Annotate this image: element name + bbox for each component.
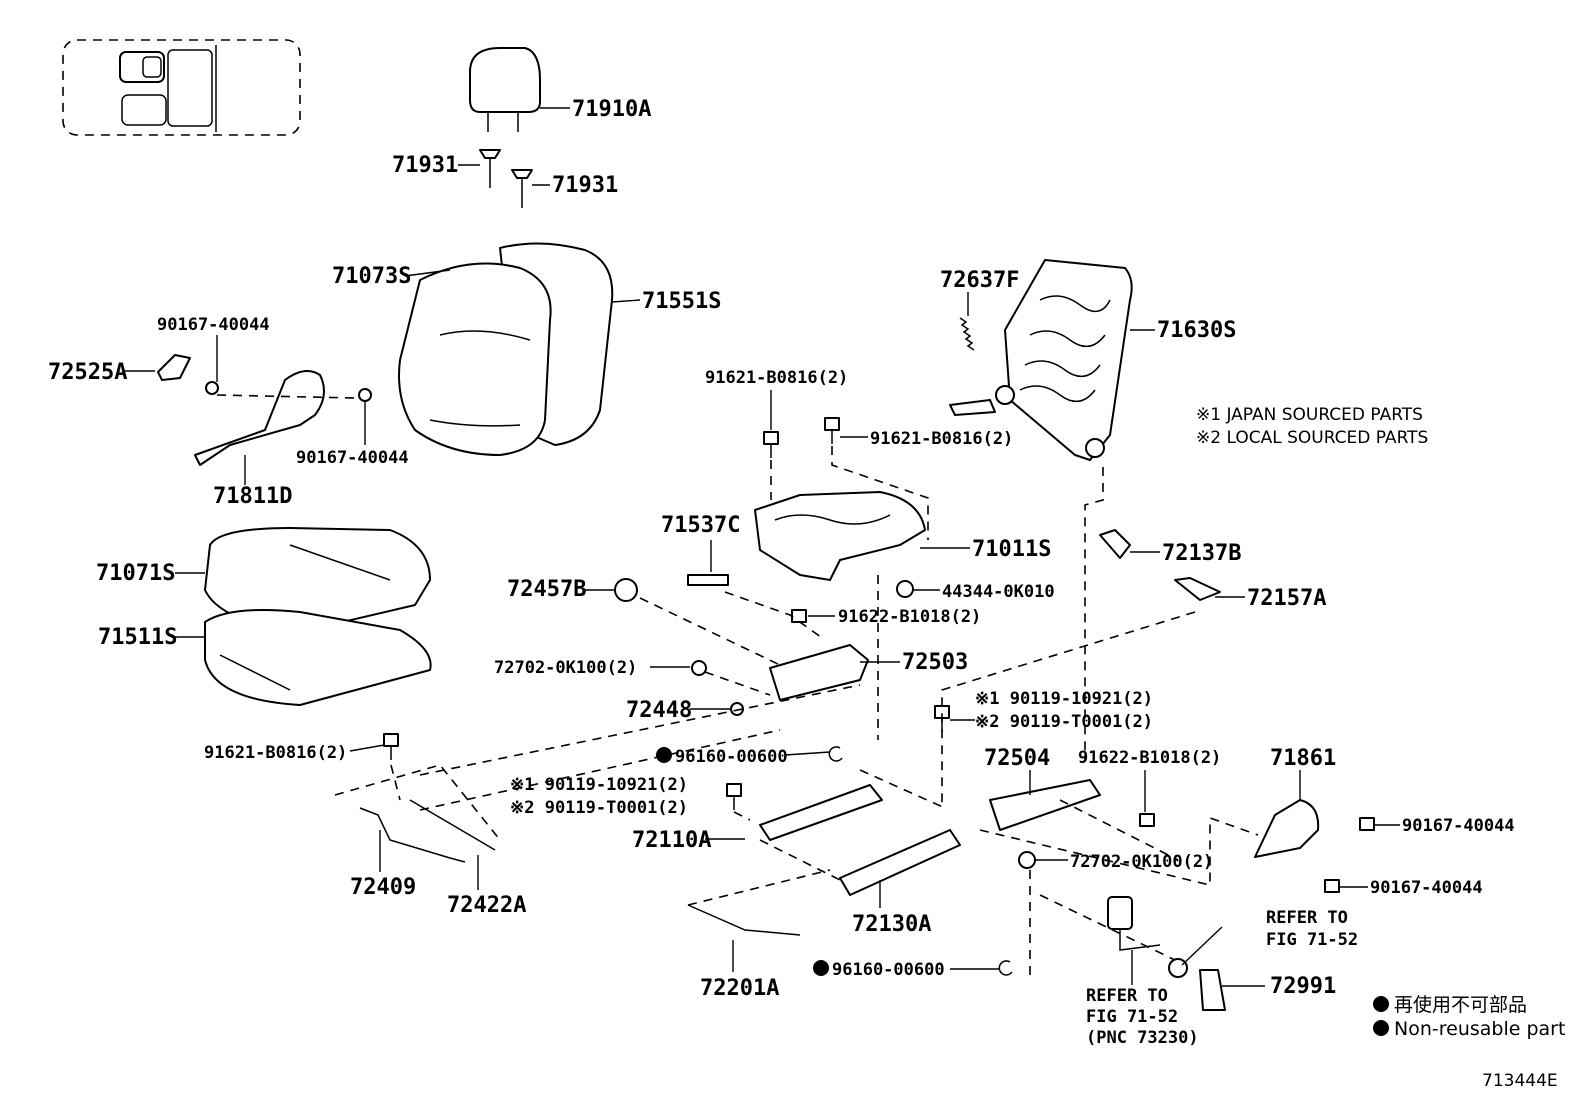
label-90119-T0001: ※2 90119-T0001(2)	[975, 712, 1153, 732]
label-71073S: 71073S	[332, 264, 411, 289]
note-local-sourced: ※2 LOCAL SOURCED PARTS	[1196, 428, 1428, 448]
bolt-icon	[383, 417, 1375, 893]
label-refer-to: REFER TO	[1266, 908, 1348, 928]
clip-icon	[687, 529, 1221, 716]
seatback-cover-icon	[398, 242, 614, 456]
label-90167-40044: 90167-40044	[1402, 816, 1515, 836]
label-refer-pnc: (PNC 73230)	[1086, 1028, 1199, 1048]
pin-icon	[479, 149, 533, 208]
label-72201A: 72201A	[700, 976, 779, 1001]
recliner-cover-icon	[157, 354, 372, 466]
cushion-frame-icon	[754, 491, 926, 581]
seatbelt-buckle-icon	[1107, 896, 1161, 951]
figure-id: 713444E	[1482, 1071, 1558, 1091]
cap-icon	[1199, 969, 1226, 1011]
label-91621-B0816: 91621-B0816(2)	[204, 743, 347, 763]
headrest-icon	[469, 47, 541, 132]
label-90167-40044: 90167-40044	[296, 448, 409, 468]
label-91621-B0816: 91621-B0816(2)	[705, 368, 848, 388]
seat-adjuster-icon	[759, 644, 1101, 896]
rod-icon	[359, 799, 801, 936]
label-96160-00600: 96160-00600	[832, 960, 945, 980]
label-72157A: 72157A	[1247, 586, 1326, 611]
label-71551S: 71551S	[642, 289, 721, 314]
label-71910A: 71910A	[572, 97, 651, 122]
seat-cushion-icon	[204, 527, 432, 706]
label-72503: 72503	[902, 650, 968, 675]
label-71511S: 71511S	[98, 625, 177, 650]
label-90119-10921: ※1 90119-10921(2)	[975, 689, 1153, 709]
label-71537C: 71537C	[661, 513, 740, 538]
label-90167-40044: 90167-40044	[157, 315, 270, 335]
non-reusable-dot-icon	[656, 747, 672, 763]
label-72110A: 72110A	[632, 828, 711, 853]
label-refer-fig: FIG 71-52	[1266, 930, 1358, 950]
non-reusable-dot-icon	[813, 960, 829, 976]
label-71630S: 71630S	[1157, 318, 1236, 343]
label-91622-B1018: 91622-B1018(2)	[838, 607, 981, 627]
label-71931: 71931	[392, 153, 458, 178]
side-shield-icon	[1254, 799, 1320, 858]
note-japan-sourced: ※1 JAPAN SOURCED PARTS	[1196, 405, 1423, 425]
label-72702-0K100: 72702-0K100(2)	[1070, 852, 1213, 872]
label-71811D: 71811D	[213, 484, 292, 509]
label-72991: 72991	[1270, 974, 1336, 999]
label-refer-to: REFER TO	[1086, 986, 1168, 1006]
assembly-lines	[216, 394, 1259, 975]
legend: 再使用不可部品 Non-reusable part	[1373, 994, 1565, 1040]
nut-icon	[614, 578, 1188, 978]
leader-lines	[125, 107, 1400, 987]
label-72409: 72409	[350, 875, 416, 900]
spring-icon	[959, 317, 975, 351]
legend-jp: 再使用不可部品	[1394, 994, 1527, 1016]
label-96160-00600: 96160-00600	[675, 747, 788, 767]
seat-locator-icon	[62, 39, 301, 136]
legend-en: Non-reusable part	[1394, 1018, 1565, 1040]
sourcing-notes: ※1 JAPAN SOURCED PARTS ※2 LOCAL SOURCED …	[1196, 405, 1428, 448]
label-90119-10921: ※1 90119-10921(2)	[510, 775, 688, 795]
label-refer-fig: FIG 71-52	[1086, 1007, 1178, 1027]
label-72448: 72448	[626, 698, 692, 723]
label-72504: 72504	[984, 746, 1050, 771]
label-91621-B0816: 91621-B0816(2)	[870, 429, 1013, 449]
label-90167-40044: 90167-40044	[1370, 878, 1483, 898]
label-71011S: 71011S	[972, 537, 1051, 562]
legend-dot-icon	[1373, 1020, 1389, 1036]
label-90119-T0001: ※2 90119-T0001(2)	[510, 798, 688, 818]
part-labels: 71910A 71931 71931 71073S 71551S 72637F …	[48, 97, 1515, 1048]
legend-dot-icon	[1373, 996, 1389, 1012]
label-91622-B1018: 91622-B1018(2)	[1078, 748, 1221, 768]
seatback-frame-icon	[949, 259, 1133, 461]
label-72702-0K100: 72702-0K100(2)	[494, 658, 637, 678]
label-44344-0K010: 44344-0K010	[942, 582, 1055, 602]
label-72137B: 72137B	[1162, 541, 1241, 566]
label-72130A: 72130A	[852, 912, 931, 937]
label-72637F: 72637F	[940, 268, 1019, 293]
label-71071S: 71071S	[96, 561, 175, 586]
label-71861: 71861	[1270, 746, 1336, 771]
label-72422A: 72422A	[447, 893, 526, 918]
label-72457B: 72457B	[507, 577, 586, 602]
label-71931: 71931	[552, 173, 618, 198]
label-72525A: 72525A	[48, 360, 127, 385]
